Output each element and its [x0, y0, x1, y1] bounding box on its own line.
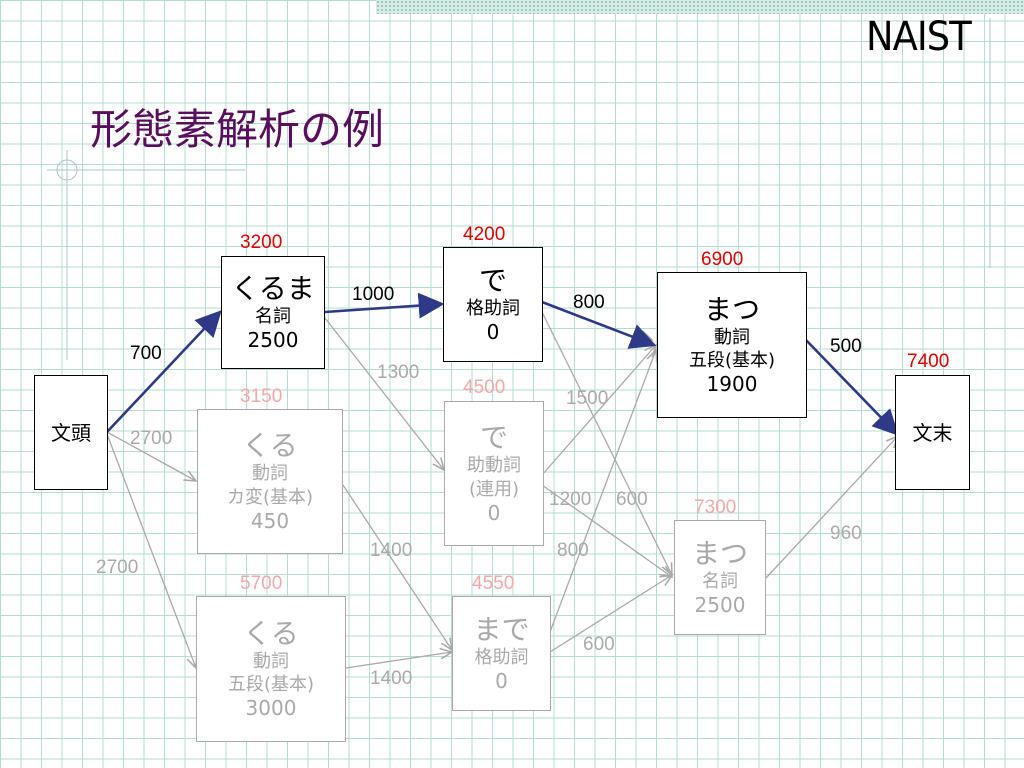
node-made[interactable]: まで 格助詞 0 [452, 596, 551, 711]
node-kuru-godan[interactable]: くる 動詞 五段(基本) 3000 [196, 596, 346, 742]
score-eos: 7400 [907, 351, 950, 372]
edge-kuruma-de [324, 292, 445, 319]
edge-label-kuruma-de: 1000 [352, 284, 395, 305]
node-matsu-noun-surface: まつ [691, 536, 748, 570]
node-kuruma-cost: 2500 [247, 328, 299, 353]
score-made: 4550 [472, 573, 515, 594]
top-band [376, 0, 1024, 14]
crosshair-ornament [47, 18, 991, 360]
edge-label-matsu-noun-eos: 960 [830, 523, 862, 544]
edge-label-kuru-kahen-made: 1400 [370, 540, 413, 561]
node-matsu-verb-conj: 五段(基本) [688, 350, 776, 372]
node-made-cost: 0 [495, 669, 508, 694]
node-de-jodou-cost: 0 [487, 500, 501, 525]
edge-bos-kuruma [106, 310, 222, 433]
edge-kuru-kahen-made [342, 484, 452, 650]
node-matsu-verb-pos: 動詞 [714, 326, 750, 348]
node-matsu-noun[interactable]: まつ 名詞 2500 [674, 520, 766, 635]
edge-label-bos-kuru-kahen: 2700 [130, 428, 173, 449]
edge-label-bos-kuru-godan: 2700 [96, 557, 139, 578]
node-matsu-verb-cost: 1900 [706, 372, 758, 397]
edge-matsu-noun-eos [765, 436, 898, 579]
node-matsu-noun-pos: 名詞 [702, 570, 738, 592]
node-de-kaku-surface: で [478, 263, 507, 297]
edge-label-de2-matsu-noun-a: 1200 [549, 489, 592, 510]
score-matsu-noun: 7300 [694, 497, 737, 518]
node-kuru-godan-cost: 3000 [245, 696, 297, 721]
edge-label-de2-matsu-noun-c: 800 [557, 540, 589, 561]
edge-label-de2-matsu-noun-b: 600 [616, 489, 648, 510]
node-kuru-kahen-conj: カ変(基本) [226, 486, 314, 508]
edge-made-matsu-verb [549, 350, 656, 633]
node-kuru-godan-conj: 五段(基本) [227, 674, 315, 696]
edge-label-made-matsu-noun: 600 [583, 634, 615, 655]
edge-made-matsu-noun [549, 575, 672, 653]
node-de-jodou[interactable]: で 助動詞 (連用) 0 [444, 401, 544, 546]
edge-label-matsu-eos: 500 [830, 336, 862, 357]
edge-label-de-matsu: 800 [573, 292, 605, 313]
edge-label-de2-matsu: 1500 [566, 388, 609, 409]
edge-kuruma-de2 [324, 317, 444, 470]
edge-de-matsu [541, 300, 657, 349]
node-made-pos: 格助詞 [474, 646, 529, 668]
score-de-jodou: 4500 [463, 377, 506, 398]
node-matsu-verb[interactable]: まつ 動詞 五段(基本) 1900 [657, 272, 807, 418]
edge-label-bos-kuruma: 700 [130, 343, 162, 364]
node-kuruma[interactable]: くるま 名詞 2500 [221, 256, 325, 369]
node-kuru-kahen-cost: 450 [250, 508, 290, 533]
node-de-kaku-pos: 格助詞 [466, 297, 520, 319]
node-kuruma-surface: くるま [231, 271, 315, 305]
edge-de-kaku-matsu-noun [541, 311, 672, 575]
edge-bos-kuru-kahen [106, 431, 196, 481]
node-kuru-kahen[interactable]: くる 動詞 カ変(基本) 450 [197, 409, 343, 554]
node-de-jodou-surface: で [479, 421, 508, 455]
node-kuru-godan-surface: くる [243, 616, 299, 650]
node-bos[interactable]: 文頭 [34, 375, 108, 490]
node-eos[interactable]: 文末 [895, 375, 970, 490]
score-kuru-kahen: 3150 [240, 386, 283, 407]
node-kuru-kahen-surface: くる [242, 429, 298, 463]
edge-de2-matsu-verb [541, 345, 656, 476]
score-matsu-verb: 6900 [701, 249, 744, 270]
node-de-jodou-pos: 助動詞 [467, 455, 521, 477]
score-kuru-godan: 5700 [240, 573, 283, 594]
edge-label-kuruma-de2: 1300 [377, 362, 420, 383]
edge-bos-kuru-godan [106, 433, 196, 668]
node-de-kaku-cost: 0 [486, 320, 500, 345]
edge-matsu-eos [805, 339, 899, 436]
node-bos-surface: 文頭 [51, 420, 91, 445]
edge-de2-matsu-noun [541, 484, 672, 577]
node-kuru-kahen-pos: 動詞 [252, 463, 288, 485]
node-kuru-godan-pos: 動詞 [253, 650, 289, 672]
node-matsu-noun-cost: 2500 [694, 593, 746, 618]
edge-label-kuru-godan-made: 1400 [370, 668, 413, 689]
score-de-kaku: 4200 [463, 224, 506, 245]
node-matsu-verb-surface: まつ [703, 292, 760, 326]
node-kuruma-pos: 名詞 [255, 305, 291, 327]
naist-logo: NAIST [866, 14, 972, 60]
slide-title: 形態素解析の例 [90, 105, 385, 154]
edge-kuru-godan-made [345, 652, 452, 669]
node-de-jodou-conj: (連用) [468, 478, 520, 500]
node-eos-surface: 文末 [912, 420, 953, 445]
score-kuruma: 3200 [240, 232, 283, 253]
node-de-kaku[interactable]: で 格助詞 0 [443, 247, 543, 362]
node-made-surface: まで [473, 612, 530, 646]
